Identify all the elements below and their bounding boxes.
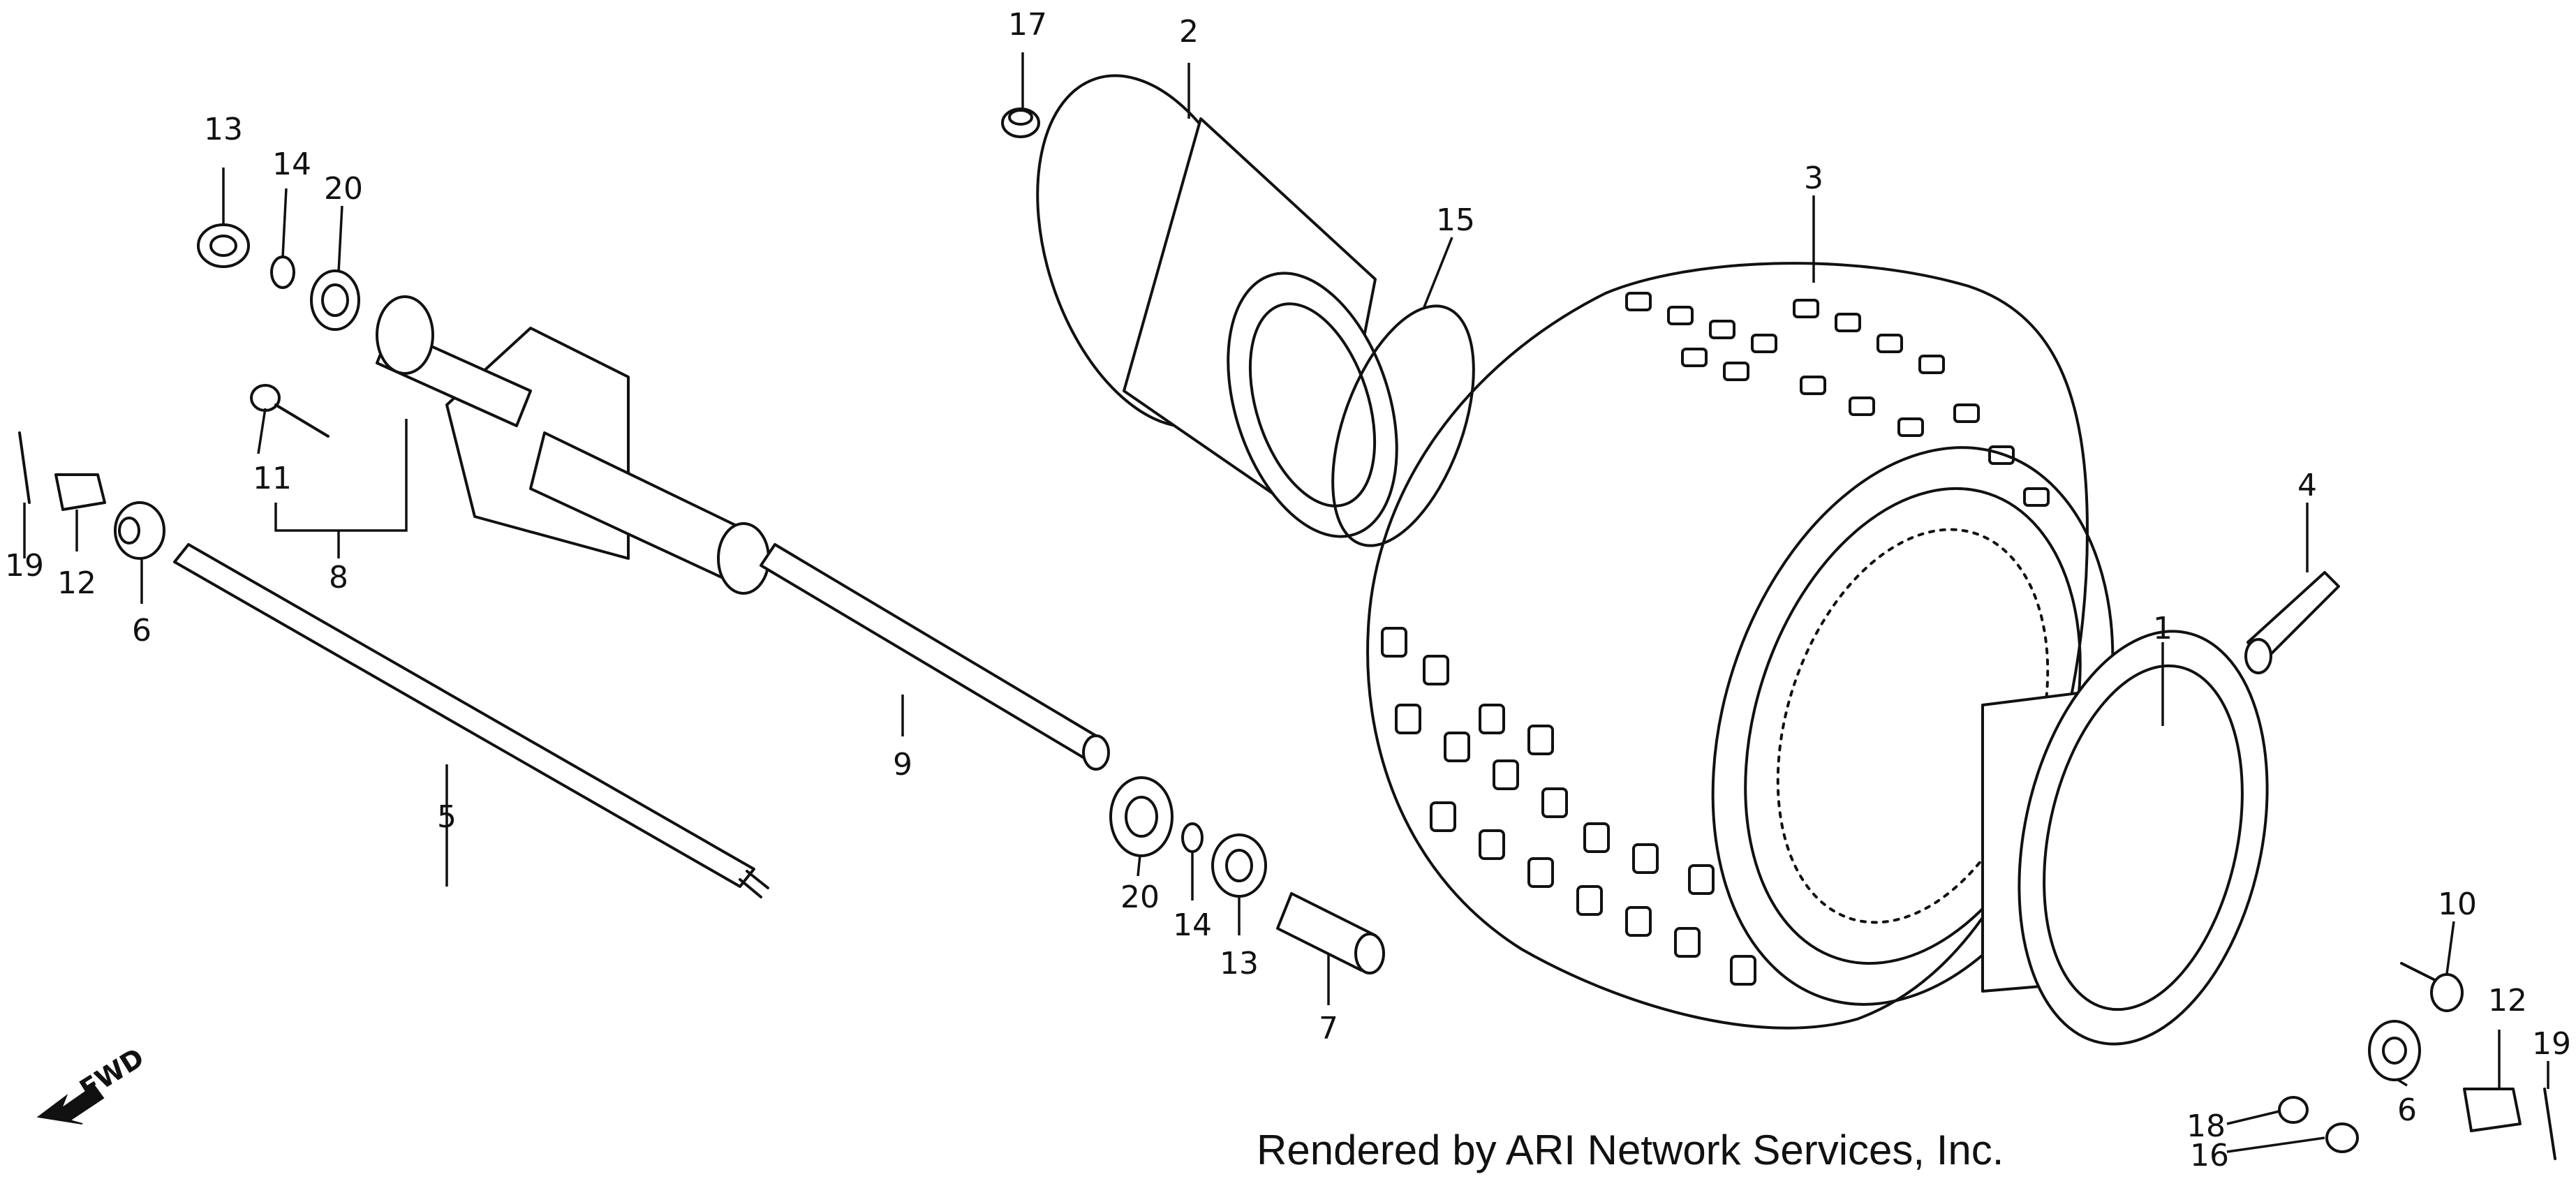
callout-15: 15 [1436, 202, 1475, 238]
callout-6-right: 6 [2397, 1092, 2417, 1128]
callout-19-left: 19 [5, 548, 44, 584]
nut-part-13-left[interactable] [197, 223, 250, 268]
rim-part-2[interactable] [996, 46, 1428, 558]
collar-part-7[interactable] [1276, 892, 1385, 974]
callout-11: 11 [253, 461, 292, 496]
collar-part-6-left[interactable] [114, 501, 165, 560]
callout-14-right: 14 [1173, 907, 1212, 943]
nut-part-13-right[interactable] [1211, 833, 1267, 898]
seal-part-14-right[interactable] [1181, 822, 1204, 853]
callout-12-left: 12 [57, 565, 96, 601]
nut-part-12-right[interactable] [2463, 1088, 2522, 1132]
leader-lines [23, 52, 2549, 1153]
fwd-indicator: FWD [36, 1042, 149, 1125]
callout-5: 5 [437, 799, 457, 835]
pin-part-19-left[interactable] [18, 431, 31, 504]
nut-part-18[interactable] [2278, 1096, 2309, 1124]
tire-part-3[interactable] [1366, 262, 2180, 1056]
arrow-down-left-icon [36, 1084, 105, 1125]
callout-13-right: 13 [1220, 946, 1259, 981]
credit-text: Rendered by ARI Network Services, Inc. [1257, 1127, 2004, 1173]
bolt-part-10[interactable] [2400, 962, 2464, 1012]
rim-part-1[interactable] [1981, 608, 2303, 1067]
callout-8: 8 [329, 560, 348, 595]
nut-part-16[interactable] [2325, 1122, 2359, 1153]
callout-14-left: 14 [272, 147, 311, 182]
callout-17: 17 [1008, 7, 1047, 43]
pin-part-19-right[interactable] [2543, 1088, 2556, 1160]
callout-4: 4 [2297, 468, 2317, 503]
axle-housing-part-8[interactable] [376, 295, 770, 595]
spacer-tube-part-9[interactable] [760, 543, 1110, 771]
callout-9: 9 [893, 747, 912, 783]
valve-stem-part-4[interactable] [2244, 571, 2340, 674]
callout-20-left: 20 [324, 171, 363, 207]
callout-labels: 1 2 3 4 5 6 6 7 8 9 10 11 12 12 13 13 14… [5, 7, 2571, 1173]
callout-13-left: 13 [204, 112, 243, 147]
callout-16: 16 [2190, 1138, 2229, 1173]
seal-part-14-left[interactable] [270, 255, 295, 289]
o-ring-part-15[interactable] [1305, 288, 1502, 564]
bearing-part-20-right[interactable] [1109, 776, 1174, 857]
callout-12-right: 12 [2488, 983, 2527, 1018]
callout-18: 18 [2186, 1108, 2226, 1144]
callout-2: 2 [1179, 14, 1199, 50]
tread-blocks [1381, 292, 2050, 986]
callout-7: 7 [1319, 1011, 1338, 1046]
axle-shaft-part-5[interactable] [173, 543, 769, 898]
collar-part-6-right[interactable] [2368, 1020, 2421, 1081]
nut-part-12-left[interactable] [54, 473, 106, 511]
fwd-label: FWD [74, 1042, 149, 1105]
callout-20-right: 20 [1120, 880, 1160, 915]
callout-1: 1 [2153, 611, 2172, 646]
callout-19-right: 19 [2532, 1026, 2571, 1062]
callout-6-left: 6 [132, 613, 151, 648]
nut-part-17[interactable] [1001, 107, 1040, 138]
bearing-part-20-left[interactable] [310, 269, 360, 331]
callout-10: 10 [2438, 887, 2477, 922]
callout-3: 3 [1804, 161, 1823, 196]
